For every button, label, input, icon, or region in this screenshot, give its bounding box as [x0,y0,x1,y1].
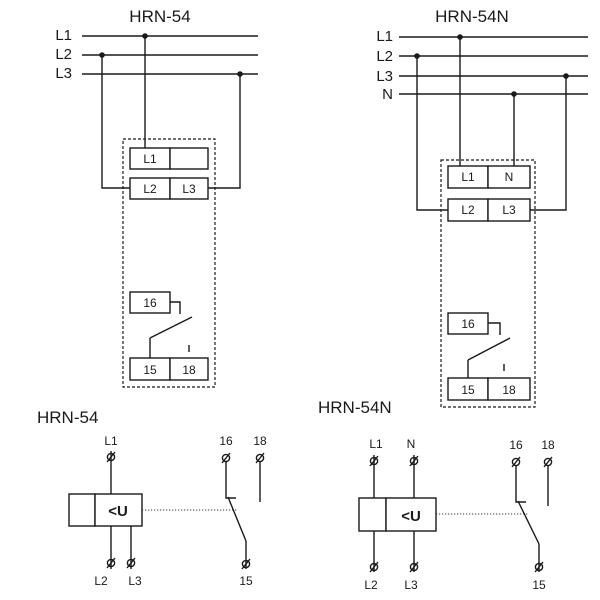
undervoltage-symbol: <U [401,508,421,525]
screw-terminal-icon [369,561,379,573]
screw-terminal-icon [369,455,379,467]
screw-terminal-icon [106,451,116,463]
diagram-hrn54n-wiring: HRN-54N L1 L2 L3 N L1 N L2 L3 16 [376,7,588,408]
screw-terminal-icon [409,455,419,467]
input-label-l1: L1 [369,437,383,451]
contact-label-18: 18 [253,434,267,448]
input-label-l3: L3 [128,574,142,588]
relay-coil-symbol [94,493,143,527]
terminal-label: 16 [461,317,475,331]
terminal-18 [487,377,531,401]
bus-label-l2: L2 [376,48,393,65]
schematic-title: HRN-54 [37,408,98,427]
diagram-title: HRN-54N [435,7,509,26]
wire-16 [170,301,181,314]
wire-16 [515,466,526,503]
terminal-l3 [169,177,209,200]
schematic-hrn54: HRN-54 L1 <U L2 L3 16 18 [37,408,267,588]
diagram-title: HRN-54 [129,7,190,26]
wire-16 [488,322,501,335]
screw-terminal-icon [241,558,251,570]
screw-terminal-icon [511,456,521,468]
input-label-l2: L2 [364,578,378,592]
terminal-label: L1 [143,152,157,166]
contact-label-15: 15 [239,574,253,588]
bus-label-l1: L1 [376,28,393,45]
undervoltage-symbol: <U [108,503,128,520]
screw-terminal-icon [221,452,231,464]
bus-label-l3: L3 [376,68,393,85]
relay-coil-left [68,493,96,527]
terminal-label: 18 [182,363,196,377]
terminal-label: 18 [502,383,516,397]
wire-l3 [208,74,241,189]
contact-label-16: 16 [219,434,233,448]
terminal-label: 16 [143,296,157,310]
device-outline [440,159,536,408]
screw-terminal-icon [409,561,419,573]
contact-label-16: 16 [509,438,523,452]
input-label-l2: L2 [94,574,108,588]
terminal-n [487,165,531,189]
input-label-l1: L1 [104,434,118,448]
relay-coil-left [358,497,387,532]
screw-terminal-icon [543,456,553,468]
terminal-empty [169,147,209,170]
terminal-label: L1 [461,170,475,184]
bus-label-l2: L2 [55,46,72,63]
bus-label-l3: L3 [55,65,72,82]
screw-terminal-icon [106,557,116,569]
terminal-label: L2 [143,182,157,196]
terminal-label: L3 [182,182,196,196]
terminal-l3 [487,198,531,222]
schematic-title: HRN-54N [318,398,392,417]
terminal-label: 15 [143,363,157,377]
diagram-hrn54-wiring: HRN-54 L1 L2 L3 L1 L2 L3 16 15 18 [55,7,258,388]
screw-terminal-icon [534,561,544,573]
contact-label-15: 15 [532,578,546,592]
relay-contact-switch [467,337,511,361]
input-label-l3: L3 [404,578,418,592]
bus-label-n: N [382,86,393,103]
wire-16 [225,462,236,499]
wire-l2 [416,56,448,211]
contact-label-18: 18 [541,438,555,452]
input-label-n: N [407,437,416,451]
terminal-label: N [505,170,514,184]
wire-l3 [530,76,567,211]
relay-contact-switch [517,500,540,545]
screw-terminal-icon [255,452,265,464]
terminal-label: L3 [502,203,516,217]
relay-contact-switch [149,316,193,339]
terminal-label: L2 [461,203,475,217]
relay-coil-symbol [385,497,437,532]
schematic-hrn54n: HRN-54N L1 N <U L2 L3 16 18 [318,398,555,592]
screw-terminal-icon [126,557,136,569]
terminal-label: 15 [461,383,475,397]
terminal-18 [169,357,209,381]
device-outline [122,138,216,388]
relay-contact-switch [227,496,247,542]
bus-label-l1: L1 [55,27,72,44]
wire-l2 [101,55,130,189]
